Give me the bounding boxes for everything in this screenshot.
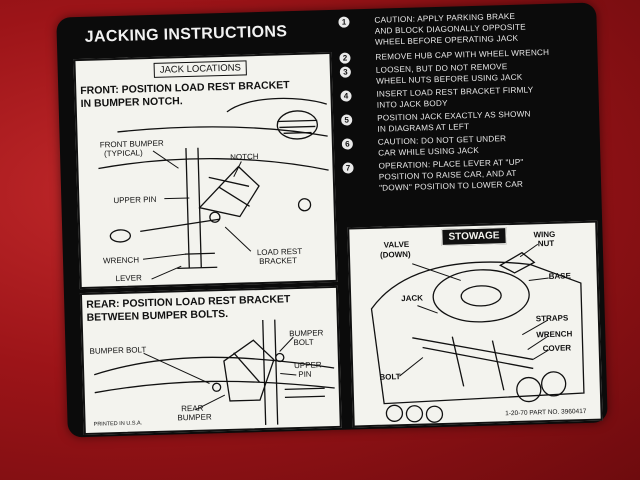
rear-bumper-diagram: [94, 319, 335, 425]
wing-nut-label-2: NUT: [537, 238, 555, 249]
upper-pin-label: UPPER: [293, 360, 322, 371]
load-rest-bracket-label: BRACKET: [259, 255, 298, 267]
upper-pin-label: UPPER PIN: [113, 194, 157, 206]
step-number: 2: [339, 52, 351, 64]
lever-label: LEVER: [115, 273, 142, 284]
step-number: 1: [338, 16, 350, 28]
upper-pin-label-2: PIN: [298, 369, 312, 379]
notch-label: NOTCH: [230, 152, 259, 162]
wrench-label: WRENCH: [102, 255, 140, 266]
jack-label: JACK: [401, 293, 424, 304]
instruction-steps: 1 CAUTION: APPLY PARKING BRAKE AND BLOCK…: [338, 9, 593, 198]
step-7: 7 OPERATION: PLACE LEVER AT "UP" POSITIO…: [342, 155, 593, 198]
step-line: CAR WHILE USING JACK: [378, 145, 480, 158]
bumper-bolt-right-label-2: BOLT: [293, 337, 314, 348]
decal-title: JACKING INSTRUCTIONS: [84, 23, 288, 46]
step-number: 5: [341, 114, 353, 126]
rear-bumper-label-2: BUMPER: [177, 412, 212, 423]
stowage-header: STOWAGE: [441, 227, 507, 246]
base-label: BASE: [548, 271, 572, 281]
step-number: 4: [340, 90, 352, 102]
step-number: 3: [339, 66, 352, 78]
stowage-diagram: [370, 243, 585, 423]
step-number: 6: [341, 138, 354, 150]
front-bumper-diagram: [98, 97, 329, 280]
bumper-bolt-left-label: BUMPER BOLT: [89, 345, 147, 356]
wrench-label: WRENCH: [536, 329, 573, 340]
front-bumper-typical-label: (TYPICAL): [103, 148, 143, 159]
straps-label: STRAPS: [535, 313, 569, 324]
step-line: IN DIAGRAMS AT LEFT: [377, 122, 470, 134]
step-number: 7: [342, 162, 354, 174]
valve-label: VALVE: [383, 239, 410, 250]
stowage-panel: STOWAGE VALVE (DOWN) WING NUT BASE JACK …: [347, 220, 603, 428]
bumper-bolt-right-label: BUMPER: [289, 328, 324, 339]
printed-in-usa: PRINTED IN U.S.A.: [93, 420, 143, 428]
step-line: INTO JACK BODY: [376, 98, 448, 110]
front-jack-panel: JACK LOCATIONS FRONT: POSITION LOAD REST…: [73, 51, 338, 290]
jacking-instructions-decal: JACKING INSTRUCTIONS 1 CAUTION: APPLY PA…: [56, 2, 608, 438]
valve-down-label: (DOWN): [379, 249, 411, 260]
rear-jack-panel: REAR: POSITION LOAD REST BRACKET BETWEEN…: [79, 285, 342, 436]
jack-locations-header: JACK LOCATIONS: [153, 60, 248, 78]
bolt-label: BOLT: [379, 372, 401, 382]
cover-label: COVER: [542, 343, 572, 354]
